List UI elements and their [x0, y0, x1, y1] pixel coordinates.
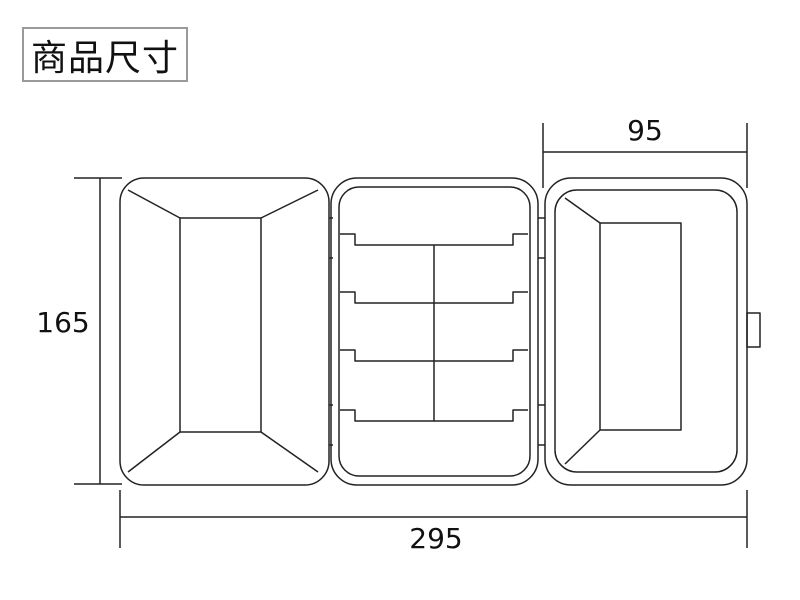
- dimension-label-165: 165: [36, 306, 89, 339]
- dimension-label-295: 295: [409, 522, 462, 555]
- middle-panel: [330, 177, 539, 486]
- left-panel: [119, 177, 330, 486]
- title-box: 商品尺寸: [22, 27, 188, 82]
- dimension-lines: [74, 123, 748, 548]
- clasp: [746, 312, 761, 348]
- dimension-label-95: 95: [627, 114, 663, 147]
- hinge-right: [538, 217, 545, 446]
- right-panel: [544, 177, 761, 486]
- page-title: 商品尺寸: [30, 37, 179, 79]
